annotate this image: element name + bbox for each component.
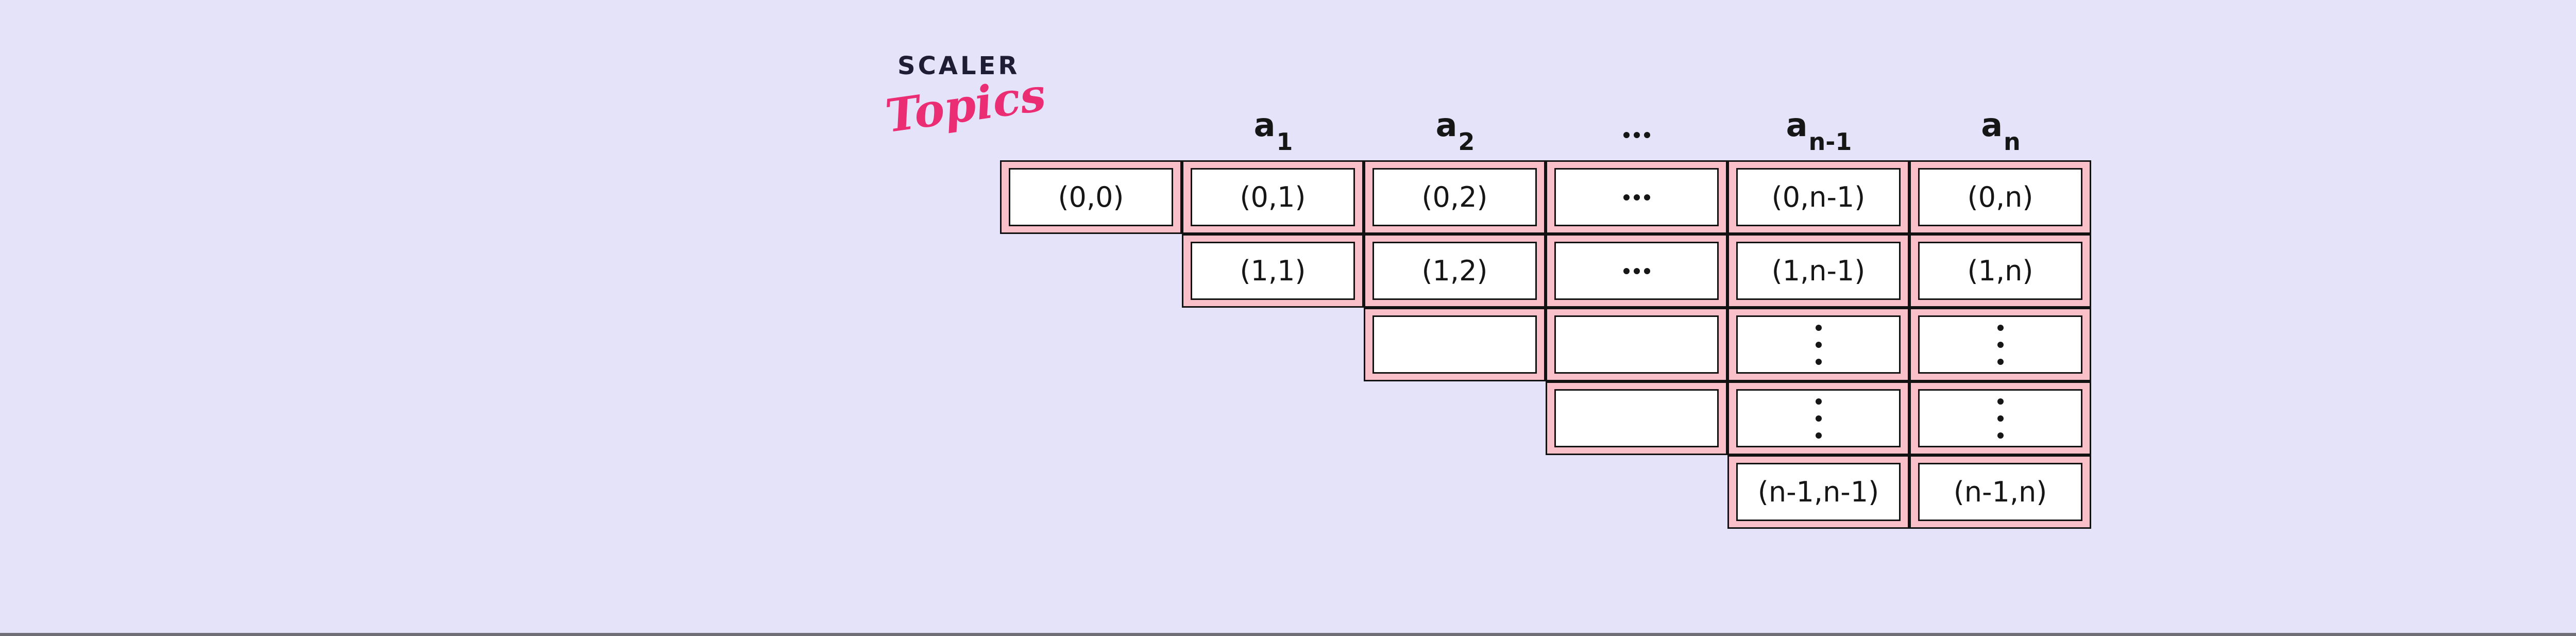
cell-value — [1554, 242, 1719, 300]
table-cell-r0-c5: (0,n) — [1909, 160, 2091, 234]
table-cell-r4-c5: (n-1,n) — [1909, 455, 2091, 529]
table-cell-r2-c5 — [1909, 308, 2091, 381]
vertical-ellipsis — [1997, 398, 2004, 439]
table-cell-r1-c3 — [1546, 234, 1727, 308]
header-subscript: n-1 — [1808, 128, 1852, 156]
cell-value — [1736, 389, 1901, 447]
cell-value — [1918, 315, 2082, 374]
table-cell-r2-c3 — [1546, 308, 1727, 381]
table-cell-r1-c2: (1,2) — [1364, 234, 1546, 308]
table-cell-r0-c0: (0,0) — [1000, 160, 1182, 234]
table-cell-r0-c1: (0,1) — [1182, 160, 1364, 234]
header-subscript: n — [2004, 128, 2021, 156]
column-header-ellipsis — [1623, 132, 1650, 138]
table-cell-r1-c5: (1,n) — [1909, 234, 2091, 308]
header-base: a — [1435, 106, 1458, 144]
table-cell-r1-c4: (1,n-1) — [1727, 234, 1909, 308]
cell-value: (1,2) — [1372, 242, 1537, 300]
cell-value: (1,n) — [1918, 242, 2082, 300]
header-base: a — [1981, 106, 2003, 144]
vertical-ellipsis — [1815, 324, 1822, 365]
cell-value: (1,n-1) — [1736, 242, 1901, 300]
cell-value — [1736, 315, 1901, 374]
cell-value: (0,2) — [1372, 168, 1537, 226]
header-base: a — [1253, 106, 1276, 144]
cell-value: (n-1,n) — [1918, 463, 2082, 521]
table-cell-r0-c3 — [1546, 160, 1727, 234]
cell-value: (0,1) — [1191, 168, 1355, 226]
header-subscript: 1 — [1276, 128, 1293, 156]
column-header-a2: a2 — [1435, 106, 1475, 154]
column-header-a1: a1 — [1253, 106, 1293, 154]
table-cell-r3-c3 — [1546, 381, 1727, 455]
header-base: a — [1786, 106, 1808, 144]
header-subscript: 2 — [1458, 128, 1475, 156]
horizontal-ellipsis — [1623, 267, 1650, 274]
logo-brand-text: SCALER — [897, 52, 1020, 80]
column-header-an-1: an-1 — [1786, 106, 1852, 154]
cell-value: (0,0) — [1009, 168, 1173, 226]
table-cell-r3-c5 — [1909, 381, 2091, 455]
vertical-ellipsis — [1997, 324, 2004, 365]
horizontal-ellipsis — [1623, 194, 1650, 200]
vertical-ellipsis — [1815, 398, 1822, 439]
cell-value: (n-1,n-1) — [1736, 463, 1901, 521]
cell-value: (1,1) — [1191, 242, 1355, 300]
column-header-an: an — [1981, 106, 2021, 154]
cell-value: (0,n) — [1918, 168, 2082, 226]
footer-bar — [0, 633, 2576, 636]
cell-value — [1372, 315, 1537, 374]
cell-value — [1918, 389, 2082, 447]
table-cell-r4-c4: (n-1,n-1) — [1727, 455, 1909, 529]
table-cell-r3-c4 — [1727, 381, 1909, 455]
cell-value — [1554, 168, 1719, 226]
cell-value: (0,n-1) — [1736, 168, 1901, 226]
table-cell-r1-c1: (1,1) — [1182, 234, 1364, 308]
cell-value — [1554, 389, 1719, 447]
table-cell-r0-c2: (0,2) — [1364, 160, 1546, 234]
table-cell-r0-c4: (0,n-1) — [1727, 160, 1909, 234]
table-cell-r2-c2 — [1364, 308, 1546, 381]
table-cell-r2-c4 — [1727, 308, 1909, 381]
cell-value — [1554, 315, 1719, 374]
horizontal-ellipsis — [1623, 132, 1650, 138]
